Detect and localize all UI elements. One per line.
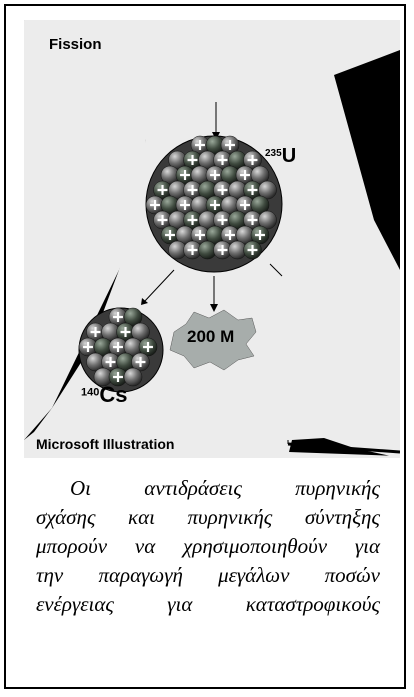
caption-line: την παραγωγή μεγάλων ποσών (36, 561, 380, 590)
caption-line: σχάσης και πυρηνικής σύντηξης (36, 503, 380, 532)
caption-line: μπορούν να χρησιμοποιηθούν για (36, 532, 380, 561)
document-frame: Fission 235U 200 M 140Cs Microsoft Illus… (4, 4, 406, 689)
isotope-bottom-mass: 140 (81, 387, 99, 399)
isotope-top-symbol: U (282, 145, 296, 167)
isotope-bottom-symbol: Cs (99, 382, 127, 407)
isotope-top-mass: 235 (265, 148, 282, 159)
illustration-title: Fission (49, 36, 102, 53)
isotope-bottom-label: 140Cs (81, 382, 127, 408)
isotope-top-label: 235U (265, 145, 296, 168)
fission-illustration: Fission 235U 200 M 140Cs Microsoft Illus… (24, 20, 400, 458)
caption-paragraph: Οι αντιδράσεις πυρηνικής σχάσης και πυρη… (36, 474, 380, 619)
cesium-nucleus (79, 308, 163, 392)
caption-line: Οι αντιδράσεις πυρηνικής (36, 474, 380, 503)
caption-line: ενέργειας για καταστροφικούς (36, 590, 380, 619)
illustration-credit: Microsoft Illustration (36, 436, 174, 452)
energy-label: 200 M (187, 327, 234, 347)
uranium-nucleus (146, 136, 282, 272)
